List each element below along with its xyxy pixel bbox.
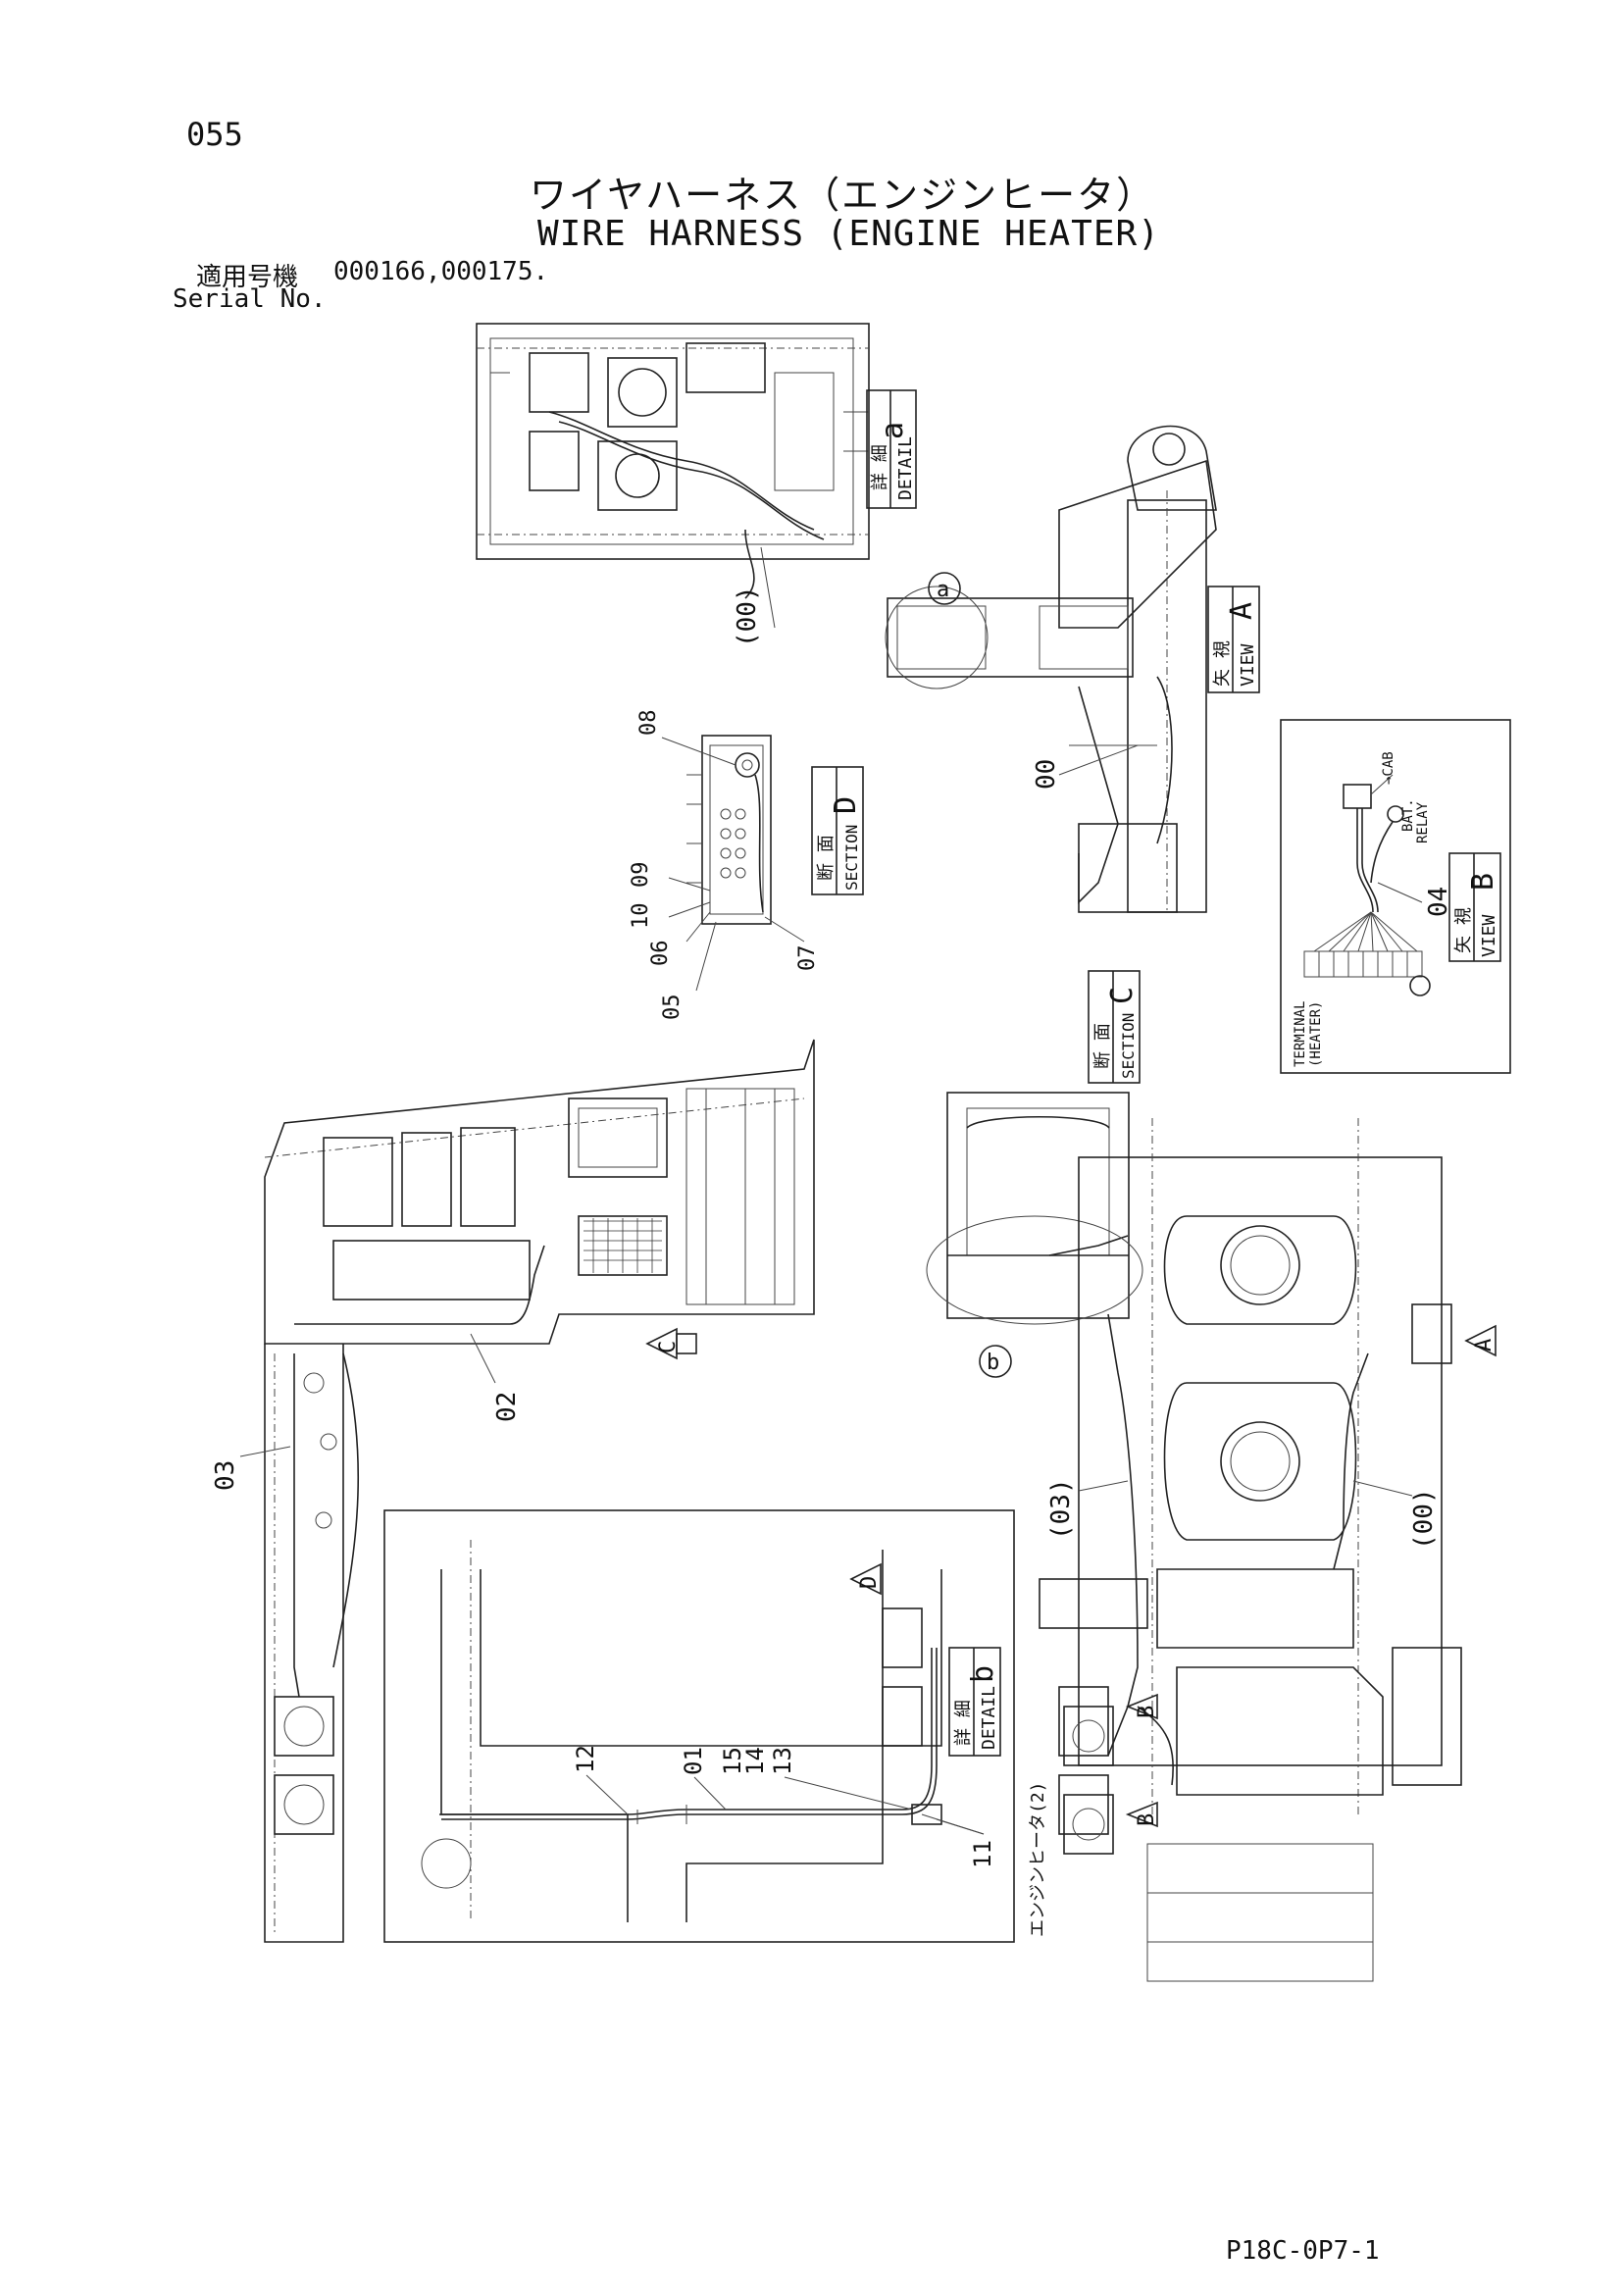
view-b-bat-note: BAT. [1400, 798, 1416, 832]
callout-05: 05 [660, 995, 685, 1021]
left-column-drawing [264, 1344, 360, 1943]
callout-11: 11 [969, 1840, 996, 1868]
detail-b-panel [383, 1509, 1015, 1943]
callout-09: 09 [629, 862, 653, 889]
section-c-drawing [926, 1092, 1143, 1325]
callout-00-top: (00) [733, 586, 762, 647]
section-d-letter: D [829, 796, 863, 814]
detail-a-label-en: DETAIL [895, 436, 916, 500]
view-a-label-jp: 矢 視 [1212, 640, 1233, 687]
section-d-label-jp: 断 面 [816, 835, 837, 881]
arrow-marker-b-upper: B [1125, 1693, 1159, 1720]
engine-heater-note: エンジンヒータ(2) [1028, 1781, 1048, 1937]
title-japanese: ワイヤハーネス（エンジンヒータ） [530, 174, 1156, 217]
detail-b-label-en: DETAIL [979, 1686, 999, 1750]
detail-a-engine-drawing [476, 323, 870, 629]
view-a-label-box: 矢 視 VIEW A [1207, 586, 1260, 693]
upper-frame-drawing [264, 1039, 815, 1345]
view-b-panel: →CAB BAT. RELAY TERMINAL (HEATER) [1280, 719, 1511, 1074]
callout-03: 03 [211, 1460, 240, 1491]
serial-label-japanese: 適用号機 [196, 263, 299, 292]
callout-15: 15 [719, 1747, 746, 1775]
view-b-label-jp: 矢 視 [1453, 907, 1474, 953]
view-b-terminal-note: TERMINAL [1293, 1001, 1308, 1067]
detail-b-label-box: 詳 細 DETAIL b [948, 1647, 1001, 1757]
arrow-marker-b-lower: B [1125, 1801, 1159, 1828]
callout-06: 06 [648, 941, 673, 967]
callout-04: 04 [1424, 887, 1453, 917]
arrow-marker-b-upper-letter: B [1135, 1706, 1159, 1718]
detail-a-label-jp: 詳 細 [870, 444, 890, 490]
view-b-cab-note: →CAB [1381, 751, 1396, 785]
section-c-label-en: SECTION [1119, 1013, 1138, 1079]
circle-marker-a: a [928, 572, 961, 605]
callout-10: 10 [629, 903, 653, 930]
arrow-marker-c: C [645, 1327, 697, 1360]
callout-00-main: (00) [1409, 1488, 1439, 1550]
document-code: P18C-0P7-1 [1226, 2236, 1380, 2266]
detail-b-letter: b [966, 1665, 1000, 1683]
detail-a-label-box: 詳 細 DETAIL a [866, 389, 917, 509]
circle-marker-a-letter: a [937, 578, 949, 602]
callout-14: 14 [741, 1747, 769, 1775]
arrow-marker-c-letter: C [656, 1341, 681, 1353]
detail-a-letter: a [876, 422, 910, 439]
callout-08: 08 [636, 710, 661, 737]
view-b-letter: B [1466, 873, 1500, 891]
view-b-label-box: 矢 視 VIEW B [1448, 852, 1501, 962]
callout-02: 02 [492, 1392, 522, 1422]
section-c-letter: C [1105, 987, 1140, 1004]
grille-hatch [584, 1218, 662, 1273]
arrow-marker-b-lower-letter: B [1135, 1813, 1159, 1826]
view-a-drawing [885, 425, 1217, 913]
view-a-label-en: VIEW [1238, 643, 1258, 687]
section-d-label-box: 断 面 SECTION D [811, 766, 864, 895]
circle-marker-b-letter: b [987, 1351, 999, 1375]
view-b-heater-note: (HEATER) [1308, 1001, 1324, 1067]
callout-00-view-a: 00 [1032, 759, 1061, 790]
section-c-label-box: 断 面 SECTION C [1088, 970, 1141, 1084]
view-b-relay-note: RELAY [1415, 801, 1431, 843]
view-a-letter: A [1225, 602, 1259, 620]
section-d-label-en: SECTION [842, 825, 861, 891]
callout-01: 01 [680, 1747, 707, 1775]
arrow-marker-a-letter: A [1472, 1339, 1497, 1352]
arrow-marker-d-letter: D [857, 1576, 882, 1589]
view-b-label-en: VIEW [1479, 914, 1499, 957]
callout-12: 12 [572, 1745, 599, 1773]
title-english: WIRE HARNESS (ENGINE HEATER) [537, 214, 1160, 254]
section-d-drawing [686, 735, 772, 925]
main-chassis-drawing [1039, 1118, 1462, 1982]
serial-value: 000166,000175. [333, 257, 549, 286]
arrow-marker-a: A [1464, 1324, 1497, 1357]
section-c-label-jp: 断 面 [1092, 1023, 1113, 1069]
callout-13: 13 [769, 1747, 796, 1775]
serial-label-english: Serial No. [173, 284, 327, 314]
callout-07: 07 [795, 945, 820, 972]
callout-03-main: (03) [1046, 1478, 1076, 1540]
detail-b-label-jp: 詳 細 [953, 1700, 974, 1746]
page-number: 055 [186, 116, 243, 153]
engine-heater-units [1063, 1706, 1114, 1855]
circle-marker-b: b [979, 1345, 1012, 1378]
arrow-marker-d: D [849, 1562, 882, 1596]
